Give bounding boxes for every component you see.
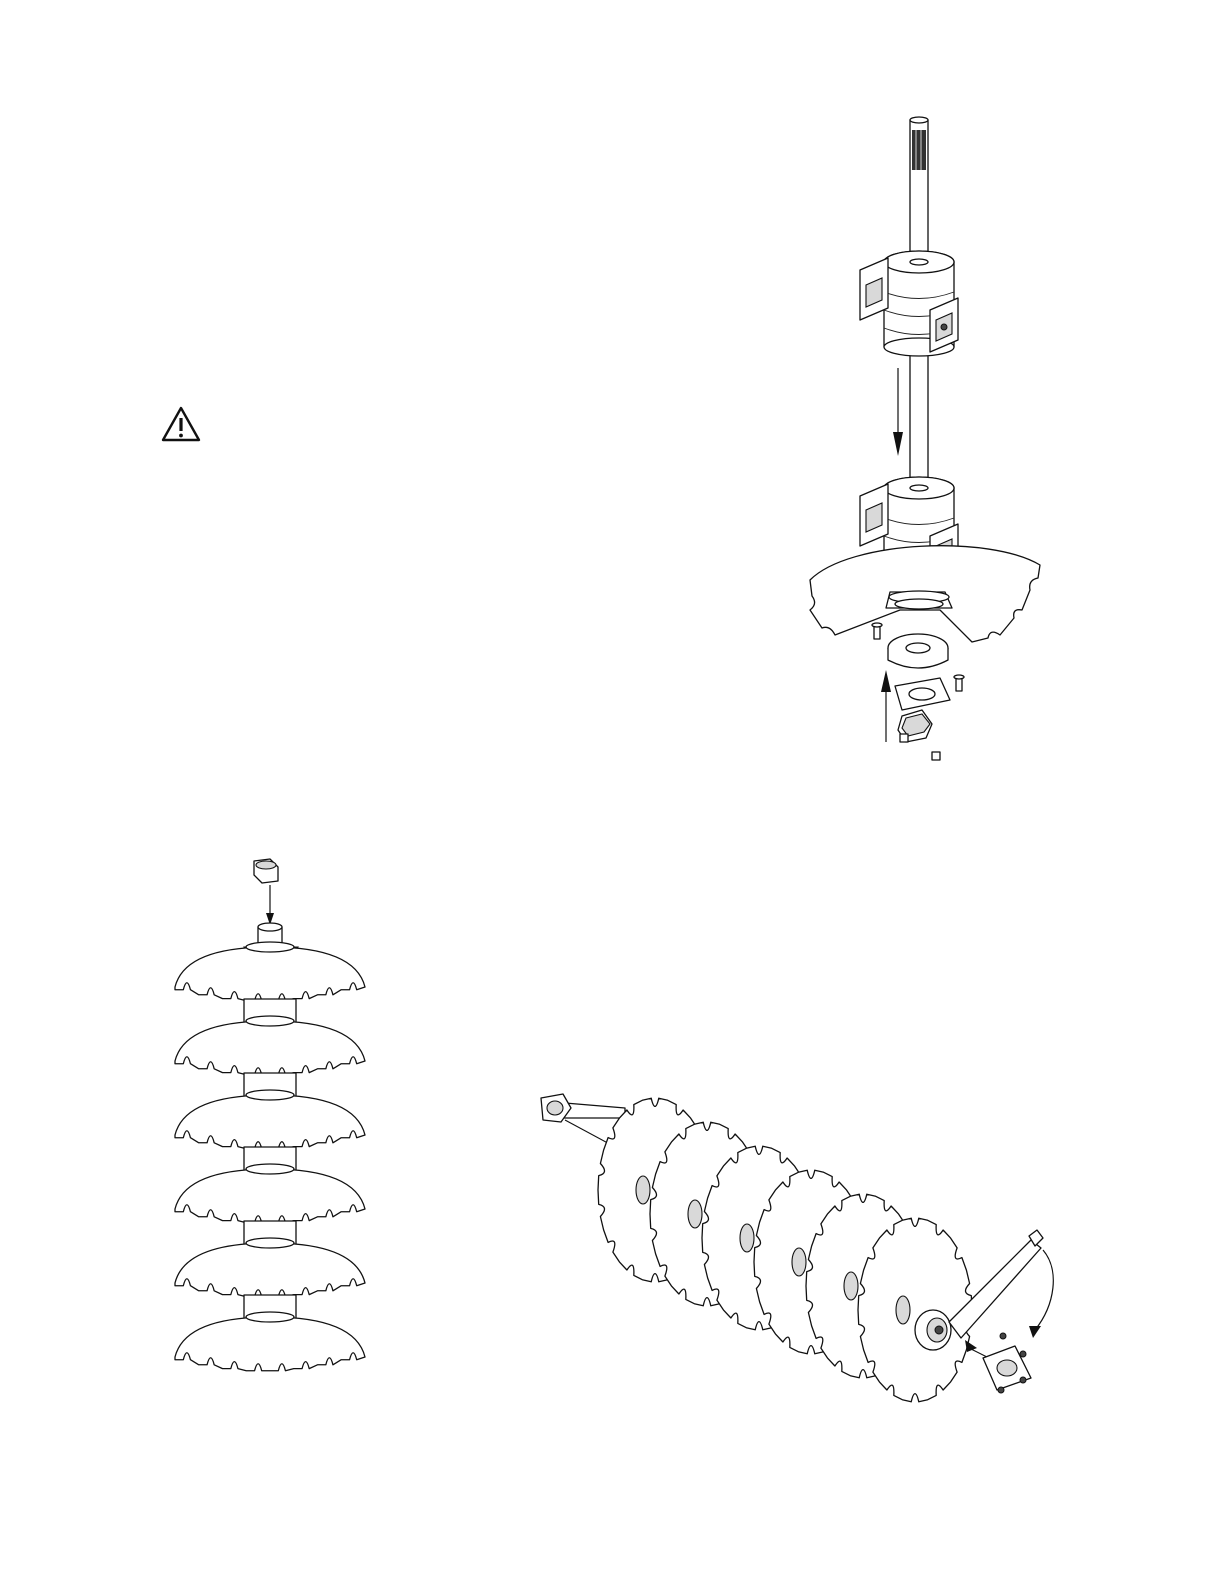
bolt — [872, 623, 882, 639]
upper-bearing-housing — [860, 251, 958, 356]
bearing-plate — [895, 678, 950, 710]
small-nut — [932, 752, 940, 760]
notched-disc — [175, 1317, 365, 1371]
notched-disc — [175, 1169, 365, 1223]
disc-hub-ring — [246, 1164, 294, 1174]
disc-hub-ring — [246, 1238, 294, 1248]
hex-nut — [254, 859, 278, 883]
bolt — [954, 675, 964, 691]
disc-hub-ring — [246, 1016, 294, 1026]
bolt — [1020, 1351, 1026, 1357]
small-nut — [900, 734, 908, 742]
bolt — [1020, 1377, 1026, 1383]
shaft-bearing-assembly-figure — [790, 110, 1060, 770]
hub-flange — [888, 634, 948, 668]
disc-hub-ring — [246, 1090, 294, 1100]
notched-disc — [810, 546, 1040, 642]
wrench — [541, 1094, 625, 1122]
hub-assembly — [915, 1310, 951, 1350]
notched-disc — [175, 947, 365, 1001]
notched-disc — [858, 1218, 972, 1402]
small-nut — [1000, 1333, 1006, 1339]
disc-hub-ring — [246, 942, 294, 952]
spacer-spool — [636, 1176, 650, 1204]
notched-disc — [175, 1021, 365, 1075]
notched-disc — [175, 1095, 365, 1149]
spacer-spool — [688, 1200, 702, 1228]
spacer-spool — [844, 1272, 858, 1300]
disc-gang-stack-figure — [170, 855, 375, 1415]
spacer-spool — [896, 1296, 910, 1324]
spacer-spool — [792, 1248, 806, 1276]
warning-triangle-icon — [161, 406, 201, 442]
notched-disc — [175, 1243, 365, 1297]
disc-hub-ring — [246, 1312, 294, 1322]
small-nut — [998, 1387, 1004, 1393]
disc-gang-exploded-figure — [535, 1090, 1055, 1420]
spacer-spool — [740, 1224, 754, 1252]
